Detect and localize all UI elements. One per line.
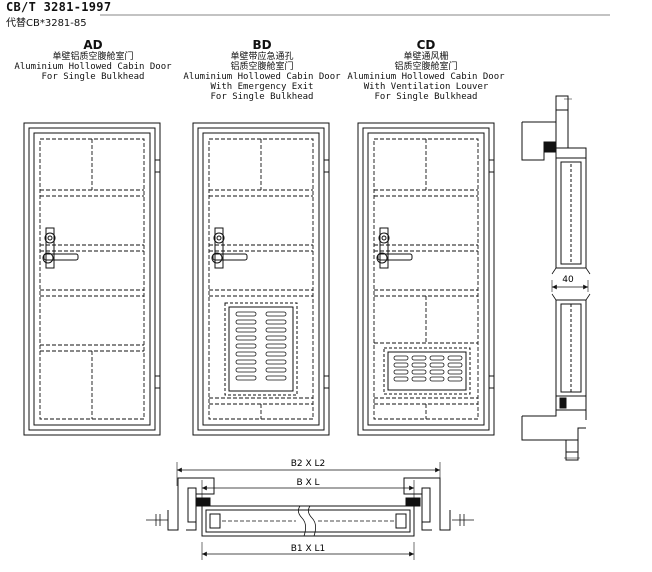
door-name-en-bd-2: With Emergency Exit bbox=[210, 82, 314, 92]
section-head-bulkhead bbox=[522, 96, 569, 123]
door-bd-frame-inner bbox=[197, 127, 325, 431]
door-name-en-cd-3: For Single Bulkhead bbox=[374, 92, 478, 102]
door-bd-exit-slats bbox=[235, 311, 287, 381]
door-name-en-cd-1: Aluminium Hollowed Cabin Door bbox=[347, 72, 505, 82]
door-cd-ventilation-louver bbox=[383, 347, 471, 395]
door-code-ad: AD bbox=[83, 38, 103, 52]
door-bd-elevation bbox=[192, 122, 330, 436]
door-bd-emergency-exit bbox=[224, 302, 298, 396]
plan-break-line bbox=[298, 505, 306, 537]
door-cd-hinge-top bbox=[488, 159, 495, 173]
door-bd-frame-outer bbox=[192, 122, 330, 436]
section-depth-label: 40 bbox=[562, 275, 574, 285]
door-bd-panels bbox=[208, 138, 314, 420]
door-name-en-bd-3: For Single Bulkhead bbox=[210, 92, 314, 102]
door-cd-leaf bbox=[367, 132, 485, 426]
door-ad-handle bbox=[42, 227, 79, 269]
plan-dim-mid-label: B X L bbox=[296, 478, 319, 488]
door-ad-hinge-top bbox=[154, 159, 161, 173]
door-name-cn2-bd: 铝质空腹舱室门 bbox=[230, 62, 294, 72]
door-cd-frame-inner bbox=[362, 127, 490, 431]
door-name-en-bd-1: Aluminium Hollowed Cabin Door bbox=[183, 72, 341, 82]
door-bd-hinge-bottom bbox=[323, 375, 330, 389]
caption-ad: AD 单壁铝质空腹舱室门 Aluminium Hollowed Cabin Do… bbox=[8, 38, 178, 82]
door-code-bd: BD bbox=[252, 38, 272, 52]
door-name-cn-cd: 单壁通风栅 bbox=[403, 52, 449, 62]
door-ad-panels bbox=[39, 138, 145, 420]
plan-dim-outer-label: B2 X L2 bbox=[291, 459, 326, 469]
plan-dim-inner-label: B1 X L1 bbox=[291, 544, 326, 554]
door-name-en-ad-1: Aluminium Hollowed Cabin Door bbox=[14, 62, 172, 72]
door-name-en-ad-2: For Single Bulkhead bbox=[41, 72, 145, 82]
standard-number: CB/T 3281-1997 bbox=[6, 0, 112, 14]
vertical-section bbox=[521, 95, 591, 461]
door-ad-hinge-bottom bbox=[154, 375, 161, 389]
caption-cd: CD 单壁通风栅 铝质空腹舱室门 Aluminium Hollowed Cabi… bbox=[341, 38, 511, 102]
door-name-cn2-cd: 铝质空腹舱室门 bbox=[394, 62, 458, 72]
door-ad-leaf bbox=[33, 132, 151, 426]
section-sill-bulkhead bbox=[521, 416, 586, 453]
door-cd-elevation bbox=[357, 122, 495, 436]
door-cd-frame-outer bbox=[357, 122, 495, 436]
door-ad-frame-outer bbox=[23, 122, 161, 436]
door-name-cn-bd: 单壁带应急通孔 bbox=[230, 52, 294, 62]
door-code-cd: CD bbox=[416, 38, 436, 52]
door-bd-leaf bbox=[202, 132, 320, 426]
door-bd-handle bbox=[211, 227, 248, 269]
replaced-standard: 代替CB*3281-85 bbox=[6, 18, 87, 29]
door-name-cn-ad: 单壁铝质空腹舱室门 bbox=[52, 52, 134, 62]
caption-bd: BD 单壁带应急通孔 铝质空腹舱室门 Aluminium Hollowed Ca… bbox=[177, 38, 347, 102]
door-name-en-cd-2: With Ventilation Louver bbox=[363, 82, 489, 92]
plan-section bbox=[146, 462, 474, 560]
door-cd-handle bbox=[376, 227, 413, 269]
section-leaf-upper bbox=[555, 157, 587, 269]
door-cd-panels bbox=[373, 138, 479, 420]
door-cd-hinge-bottom bbox=[488, 375, 495, 389]
door-ad-frame-inner bbox=[28, 127, 156, 431]
plan-door-leaf bbox=[201, 505, 415, 537]
door-bd-hinge-top bbox=[323, 159, 330, 173]
door-cd-louver-blades bbox=[393, 355, 463, 382]
door-ad-elevation bbox=[23, 122, 161, 436]
